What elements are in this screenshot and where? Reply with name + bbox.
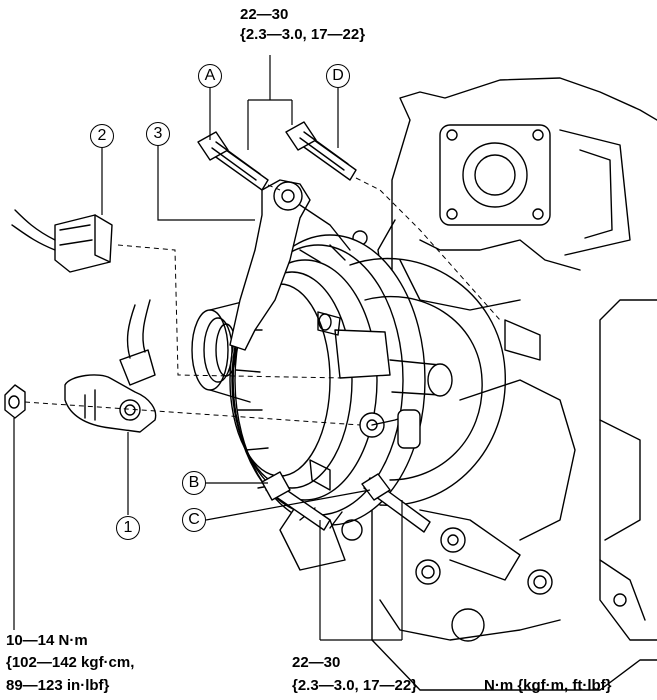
torque-left-inlbf: 89—123 in·lbf}	[6, 677, 110, 694]
terminal-nut	[4, 384, 26, 419]
bolt-b	[261, 471, 331, 531]
terminal-part1	[64, 299, 157, 433]
bolt-c	[361, 473, 431, 533]
torque-left-value: 10—14 N·m	[6, 632, 88, 649]
callout-bolt-a: A	[198, 64, 222, 88]
torque-left-kgf: {102—142 kgf·cm,	[6, 654, 135, 671]
generator-bracket	[229, 179, 351, 351]
connector-part2	[11, 209, 113, 273]
torque-bottom-value: 22—30	[292, 654, 341, 671]
callout-part-3: 3	[146, 122, 170, 146]
bolt-a	[197, 131, 269, 191]
torque-bottom-units: {2.3—3.0, 17—22}	[292, 677, 418, 694]
engine-block	[352, 77, 657, 691]
units-legend: N·m {kgf·m, ft·lbf}	[484, 677, 612, 694]
callout-part-2: 2	[90, 124, 114, 148]
callout-bolt-c: C	[182, 508, 206, 532]
leader-lines	[13, 55, 403, 641]
alignment-lines	[24, 177, 501, 426]
callout-part-1: 1	[116, 516, 140, 540]
callout-bolt-d: D	[326, 64, 350, 88]
torque-top-units: {2.3—3.0, 17—22}	[240, 26, 366, 43]
torque-top-value: 22—30	[240, 6, 289, 23]
callout-bolt-b: B	[182, 471, 206, 495]
bolt-d	[285, 121, 357, 181]
generator-body	[191, 234, 521, 581]
